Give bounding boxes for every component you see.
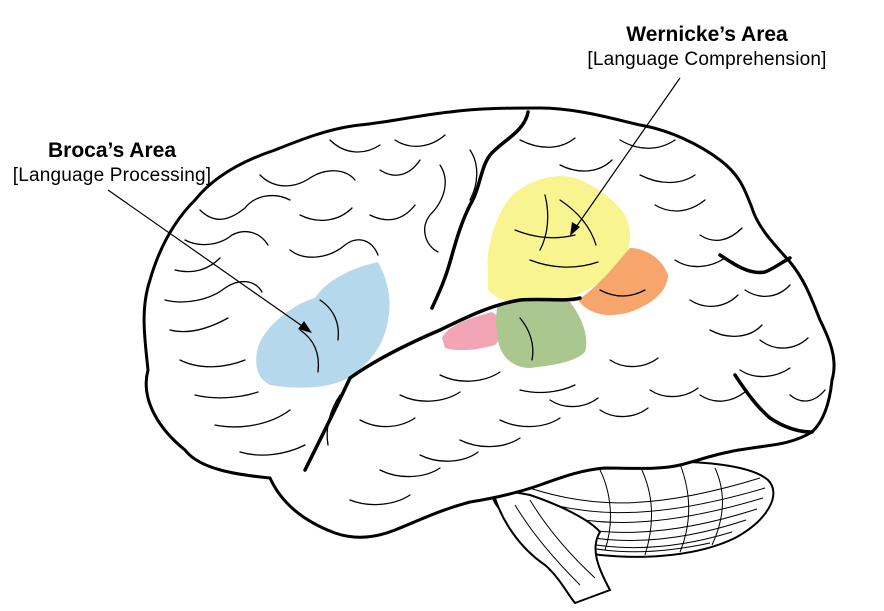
central-sulcus	[430, 110, 530, 310]
gyri-lines	[164, 134, 826, 506]
wernicke-title: Wernicke’s Area	[626, 23, 788, 46]
broca-region	[256, 262, 390, 388]
wernicke-region	[487, 175, 631, 306]
wernicke-label: Wernicke’s Area [Language Comprehension]	[572, 22, 842, 72]
brainstem-lines	[514, 499, 596, 586]
wernicke-arrowhead	[570, 222, 580, 236]
broca-subtitle: [Language Processing]	[12, 165, 212, 186]
wernicke-pointer-line	[573, 77, 681, 231]
brainstem	[490, 486, 612, 605]
broca-pointer-line	[107, 189, 306, 329]
lateral-sulcus	[303, 296, 582, 472]
cerebellum-folia	[511, 463, 766, 556]
angular-region	[578, 248, 668, 316]
occipital-sulcus	[733, 373, 814, 434]
parieto-occipital-sulcus	[718, 253, 792, 275]
pointers	[107, 77, 681, 329]
broca-label: Broca’s Area [Language Processing]	[4, 138, 220, 188]
pink-region	[442, 312, 503, 351]
fissures	[303, 110, 814, 472]
wernicke-subtitle: [Language Comprehension]	[587, 49, 827, 70]
green-region	[496, 299, 587, 368]
broca-title: Broca’s Area	[47, 139, 176, 162]
broca-arrowhead	[298, 321, 312, 333]
